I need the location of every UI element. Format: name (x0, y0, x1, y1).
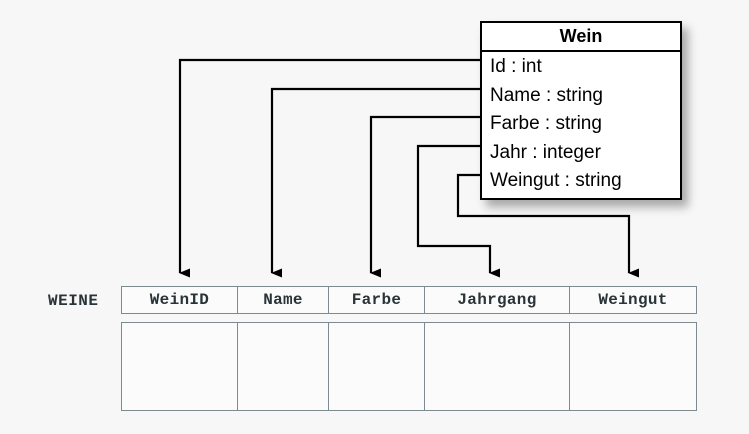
connector-farbe-to-farbe (369, 115, 480, 278)
uml-attribute-name: Name : string (490, 84, 603, 106)
connector-id-to-weinid (178, 58, 480, 278)
connector-weingut-to-weingut (456, 173, 639, 278)
column-header-weingut[interactable]: Weingut (598, 291, 668, 309)
uml-attribute-jahr: Jahr : integer (490, 141, 601, 163)
table-row (121, 322, 697, 411)
relational-table[interactable]: WeinID Name Farbe Jahrgang Weingut (121, 286, 697, 411)
table-header-row: WeinID Name Farbe Jahrgang Weingut (121, 286, 697, 314)
uml-attribute-list: Id : int Name : string Farbe : string Ja… (482, 52, 680, 198)
uml-attribute-farbe: Farbe : string (490, 113, 602, 134)
connector-name-to-name (270, 87, 480, 278)
table-cell-jahrgang[interactable] (425, 323, 570, 410)
uml-class-name: Wein (482, 23, 680, 52)
relational-table-label: WEINE (48, 292, 99, 310)
uml-attribute-id: Id : int (490, 56, 542, 77)
uml-class-box[interactable]: Wein Id : int Name : string Farbe : stri… (480, 21, 682, 200)
table-cell-name[interactable] (238, 323, 329, 410)
table-cell-weinid[interactable] (122, 323, 238, 410)
uml-attribute-weingut: Weingut : string (490, 170, 622, 191)
table-cell-weingut[interactable] (570, 323, 696, 410)
column-header-jahrgang[interactable]: Jahrgang (425, 287, 570, 313)
table-cell-farbe[interactable] (329, 323, 425, 410)
column-header-farbe[interactable]: Farbe (329, 287, 425, 313)
column-header-weinid[interactable]: WeinID (122, 287, 238, 313)
column-header-name[interactable]: Name (238, 287, 329, 313)
connector-jahr-to-jahrgang (416, 144, 500, 278)
